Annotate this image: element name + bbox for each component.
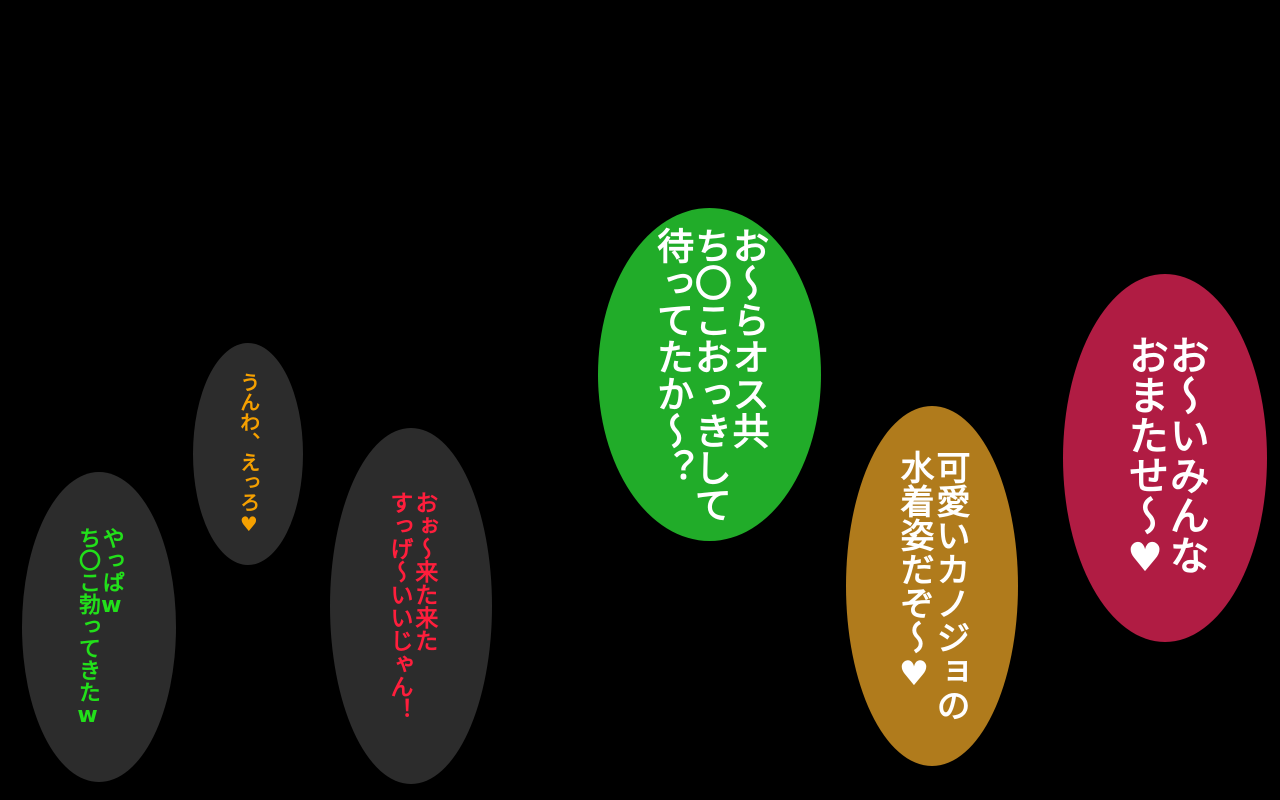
speech-bubble-yappa: やっぱw ち〇こ勃ってきたw xyxy=(22,472,176,782)
speech-text-kita: おぉ〜来た来た すっげ〜いいじゃん！ xyxy=(386,491,437,721)
speech-line-3: 待ってたか〜？ xyxy=(650,226,694,486)
speech-text-yappa: やっぱw ち〇こ勃ってきたw xyxy=(75,526,124,728)
speech-line-1: お〜らオス共 xyxy=(726,226,770,449)
speech-line-1: やっぱw xyxy=(98,526,124,618)
speech-line-2: ち〇こおっきして xyxy=(688,226,732,523)
speech-bubble-kita: おぉ〜来た来た すっげ〜いいじゃん！ xyxy=(330,428,492,784)
speech-bubble-ora: お〜らオス共 ち〇こおっきして 待ってたか〜？ xyxy=(598,208,821,541)
speech-bubble-unwa: うんわ、えっろ♥ xyxy=(193,343,303,565)
speech-bubble-oomatase: お〜いみんな おまたせ〜♥ xyxy=(1063,274,1267,642)
speech-text-ora: お〜らオス共 ち〇こおっきして 待ってたか〜？ xyxy=(650,226,770,523)
speech-line-1: おぉ〜来た来た xyxy=(410,491,437,652)
speech-text-unwa: うんわ、えっろ♥ xyxy=(236,372,261,536)
speech-line-2: すっげ〜いいじゃん！ xyxy=(386,491,412,721)
speech-line-1: うんわ、えっろ♥ xyxy=(236,372,261,536)
speech-line-1: 可愛いカノジョの xyxy=(930,450,971,722)
speech-bubble-kawaii: 可愛いカノジョの 水着姿だぞ〜♥ xyxy=(846,406,1018,766)
speech-text-kawaii: 可愛いカノジョの 水着姿だぞ〜♥ xyxy=(894,450,971,722)
speech-line-2: ち〇こ勃ってきたw xyxy=(75,526,100,728)
speech-text-oomatase: お〜いみんな おまたせ〜♥ xyxy=(1122,335,1209,581)
speech-line-1: お〜いみんな xyxy=(1162,335,1209,575)
speech-line-2: 水着姿だぞ〜♥ xyxy=(894,450,934,694)
speech-line-2: おまたせ〜♥ xyxy=(1122,335,1168,581)
